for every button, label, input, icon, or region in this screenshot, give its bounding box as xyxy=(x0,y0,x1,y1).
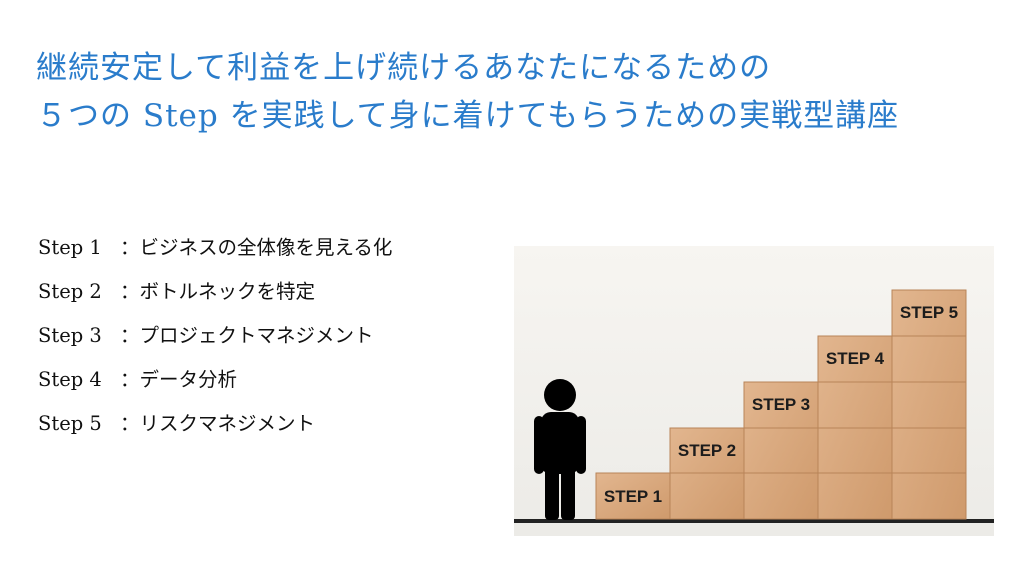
ground-line xyxy=(514,519,994,523)
step-list: Step 1：ビジネスの全体像を見える化 Step 2：ボトルネックを特定 St… xyxy=(38,226,392,446)
step-separator: ： xyxy=(120,368,140,391)
step-separator: ： xyxy=(120,236,140,259)
staircase-illustration: STEP 1 STEP 2 STEP 3 STEP 4 STEP 5 xyxy=(514,246,994,536)
page-title: 継続安定して利益を上げ続けるあなたになるための ５つの Step を実践して身に… xyxy=(36,44,1016,140)
step-number: Step 4 xyxy=(38,368,102,391)
step-separator: ： xyxy=(120,412,140,435)
list-item: Step 2 ：ボトルネックを特定 xyxy=(38,270,392,314)
step-number: Step 1 xyxy=(38,236,102,259)
person-icon xyxy=(534,379,586,520)
step-number: Step 2 xyxy=(38,280,102,303)
block-label-3: STEP 3 xyxy=(752,395,810,414)
step-separator: ： xyxy=(120,280,140,303)
list-item: Step 3 ：プロジェクトマネジメント xyxy=(38,314,392,358)
list-item: Step 4 ：データ分析 xyxy=(38,358,392,402)
step-number: Step 5 xyxy=(38,412,102,435)
title-line-1: 継続安定して利益を上げ続けるあなたになるための xyxy=(36,50,772,86)
step-blocks xyxy=(595,289,967,520)
step-text: データ分析 xyxy=(139,368,238,391)
list-item: Step 1 ：ビジネスの全体像を見える化 xyxy=(38,226,392,270)
block-label-1: STEP 1 xyxy=(604,487,662,506)
step-text: プロジェクトマネジメント xyxy=(139,324,374,347)
title-line-2: ５つの Step を実践して身に着けてもらうための実戦型講座 xyxy=(36,98,900,134)
step-separator: ： xyxy=(120,324,140,347)
list-item: Step 5 ：リスクマネジメント xyxy=(38,402,392,446)
block-label-5: STEP 5 xyxy=(900,303,958,322)
block-label-4: STEP 4 xyxy=(826,349,885,368)
step-text: リスクマネジメント xyxy=(139,412,316,435)
step-text: ボトルネックを特定 xyxy=(139,280,316,303)
step-text: ビジネスの全体像を見える化 xyxy=(139,236,393,259)
step-number: Step 3 xyxy=(38,324,102,347)
block-label-2: STEP 2 xyxy=(678,441,736,460)
